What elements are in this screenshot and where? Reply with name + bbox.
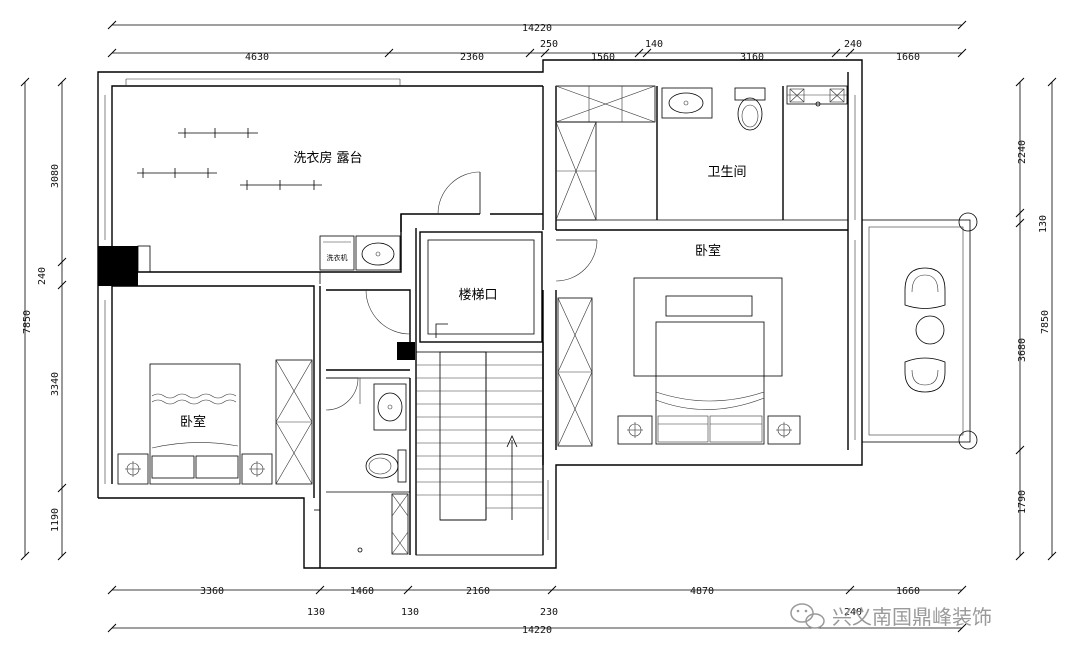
washing-machine-label: 洗衣机 (327, 253, 348, 262)
dim-right-3: 1790 (1017, 490, 1028, 514)
bottom-dimension-lines (107, 585, 967, 633)
left-nightstand-left-icon (117, 453, 149, 485)
dim-top-5: 3160 (740, 52, 764, 63)
dim-right-1: 130 (1038, 215, 1049, 233)
balcony-chair-top-icon (904, 267, 946, 309)
dim-bottom-sub-1: 130 (401, 607, 419, 618)
dim-bottom-4: 1660 (896, 586, 920, 597)
outer-walls (97, 59, 863, 569)
balcony-table-icon (915, 315, 945, 345)
room-label-bathroom: 卫生间 (707, 165, 746, 180)
staircase (415, 323, 544, 556)
room-label-stairwell: 楼梯口 (458, 288, 497, 303)
dim-bottom-0: 3360 (200, 586, 224, 597)
dim-bottom-total: 14220 (522, 625, 552, 636)
bathroom-toilet-icon (734, 87, 766, 131)
top-dimension-lines (107, 20, 967, 58)
bathroom-sink-icon (661, 87, 713, 119)
left-nightstand-right-icon (241, 453, 273, 485)
dim-left-3: 1190 (50, 508, 61, 532)
left-bed-icon (149, 363, 241, 485)
wardrobe-master-icon (557, 297, 593, 447)
room-label-master-bedroom: 卧室 (695, 243, 721, 259)
right-dimension-lines (1015, 77, 1057, 561)
laundry-sink-icon (355, 235, 401, 271)
dim-right-2: 3680 (1017, 338, 1028, 362)
dim-top-6: 240 (844, 39, 862, 50)
master-nightstand-right-icon (767, 415, 801, 445)
dim-top-2: 250 (540, 39, 558, 50)
small-bathroom-toilet-icon (365, 449, 407, 483)
door-master-bedroom (555, 239, 598, 282)
dim-top-0: 4630 (245, 52, 269, 63)
dim-top-total: 14220 (522, 23, 552, 34)
dim-right-0: 2240 (1017, 140, 1028, 164)
dim-bottom-sub-0: 130 (307, 607, 325, 618)
washing-machine-icon (319, 235, 355, 271)
column-block-mid (397, 342, 415, 360)
watermark: 兴义南国鼎峰装饰 (832, 605, 992, 629)
wardrobe-top-icon (555, 85, 656, 221)
dim-top-1: 2360 (460, 52, 484, 63)
room-label-laundry-terrace: 洗衣房 露台 (293, 150, 362, 166)
interior-walls (112, 86, 848, 568)
dim-top-3: 1560 (591, 52, 615, 63)
master-nightstand-left-icon (617, 415, 653, 445)
dim-left-1: 240 (37, 267, 48, 285)
dim-left-2: 3340 (50, 372, 61, 396)
dim-top-7: 1660 (896, 52, 920, 63)
dim-bottom-2: 2160 (466, 586, 490, 597)
column-block-left (98, 246, 138, 286)
master-bed-icon (633, 277, 783, 445)
dim-bottom-3: 4870 (690, 586, 714, 597)
dim-top-4: 140 (645, 39, 663, 50)
dim-bottom-1: 1460 (350, 586, 374, 597)
dim-left-total: 7850 (22, 310, 33, 334)
wardrobe-left-bedroom-icon (275, 359, 313, 485)
small-bathroom-sink-icon (373, 383, 407, 431)
small-shower-icon (357, 493, 409, 555)
door-left-bedroom (365, 289, 411, 335)
dim-right-total: 7850 (1040, 310, 1051, 334)
dim-bottom-sub-2: 230 (540, 607, 558, 618)
balcony-chair-bottom-icon (904, 357, 946, 393)
left-dimension-lines (20, 77, 67, 561)
drying-rack-icon (137, 128, 322, 190)
door-terrace (437, 171, 481, 215)
room-label-left-bedroom: 卧室 (180, 414, 206, 430)
dim-left-0: 3080 (50, 164, 61, 188)
dim-bottom-sub-3: 240 (844, 607, 862, 618)
wechat-logo-icon (790, 603, 825, 629)
shower-icon (786, 85, 848, 107)
balcony (861, 212, 978, 450)
door-small-bathroom (325, 377, 361, 411)
column-block-left-inner (137, 245, 151, 273)
